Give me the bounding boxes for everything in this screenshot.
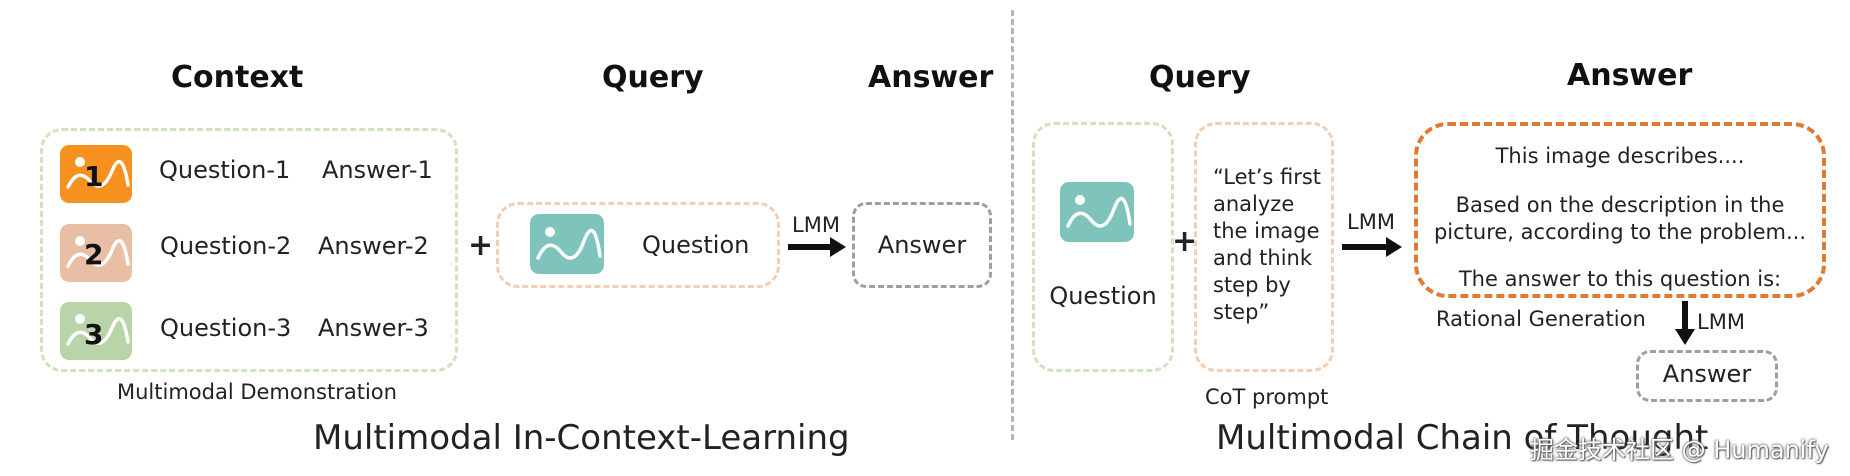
query-heading: Query [602, 60, 704, 95]
cot-prompt-text: “Let’s first analyze the image and think… [1213, 164, 1321, 326]
image-glyph [66, 314, 130, 346]
cot-prompt-line: analyze [1213, 192, 1295, 216]
demo-image-icon-1 [60, 145, 132, 203]
demo-answer-3: Answer-3 [318, 314, 429, 342]
rationale-line-1: This image describes.... [1495, 144, 1745, 168]
answer-box [852, 202, 992, 288]
watermark: 掘金技术社区 @ Humanify [1530, 436, 1829, 464]
demo-question-2: Question-2 [160, 232, 292, 260]
cot-arrow-label: LMM [1347, 210, 1395, 234]
demo-question-1: Question-1 [159, 156, 291, 184]
down-arrow-label: LMM [1697, 310, 1745, 334]
rationale-line-2: Based on the description in the [1455, 193, 1785, 217]
cot-prompt-line: the image [1213, 219, 1320, 243]
cot-question-image-icon [1060, 182, 1134, 242]
demonstration-box [40, 128, 458, 372]
icl-title: Multimodal In-Context-Learning [313, 418, 850, 458]
query-question-label: Question [642, 231, 750, 259]
section-divider [1011, 10, 1014, 440]
image-glyph [1066, 195, 1132, 228]
cot-question-box [1032, 122, 1174, 372]
cot-plus-sign: + [1172, 224, 1198, 259]
cot-question-label: Question [1049, 282, 1157, 310]
answer-label: Answer [877, 231, 967, 259]
query-box [496, 202, 780, 288]
cot-prompt-line: and think [1213, 246, 1313, 270]
demo-answer-2: Answer-2 [318, 232, 429, 260]
image-glyph [536, 227, 602, 260]
cot-prompt-line: “Let’s first [1213, 165, 1322, 189]
right-arrow-icon [1342, 237, 1402, 257]
cot-prompt-line: step by [1213, 273, 1291, 297]
image-glyph [66, 236, 130, 268]
cot-query-heading: Query [1149, 60, 1251, 95]
final-answer-box [1636, 350, 1778, 402]
demo-question-3: Question-3 [160, 314, 292, 342]
demo-image-icon-2 [60, 224, 132, 282]
plus-sign: + [468, 228, 494, 263]
cot-answer-heading: Answer [1567, 58, 1693, 93]
cot-prompt-line: step” [1213, 300, 1270, 324]
answer-heading: Answer [868, 60, 994, 95]
rationale-line-3: picture, according to the problem... [1433, 220, 1807, 244]
arrow-label: LMM [792, 213, 840, 237]
demonstration-caption: Multimodal Demonstration [117, 380, 397, 404]
rationale-caption: Rational Generation [1436, 307, 1646, 331]
context-heading: Context [171, 60, 304, 95]
demo-number-3: 3 [84, 318, 104, 351]
rationale-line-4: The answer to this question is: [1458, 267, 1782, 291]
query-image-icon [530, 214, 604, 274]
final-answer-label: Answer [1662, 360, 1752, 388]
demo-answer-1: Answer-1 [322, 156, 433, 184]
demo-image-icon-3 [60, 302, 132, 360]
cot-title: Multimodal Chain of Thought [1216, 418, 1709, 458]
cot-prompt-caption: CoT prompt [1205, 385, 1329, 409]
rationale-box [1414, 122, 1826, 298]
image-glyph [66, 157, 130, 189]
demo-number-1: 1 [84, 160, 104, 193]
down-arrow-icon [1675, 301, 1695, 345]
cot-prompt-box [1194, 122, 1334, 372]
demo-number-2: 2 [84, 238, 104, 271]
right-arrow-icon [788, 237, 846, 257]
